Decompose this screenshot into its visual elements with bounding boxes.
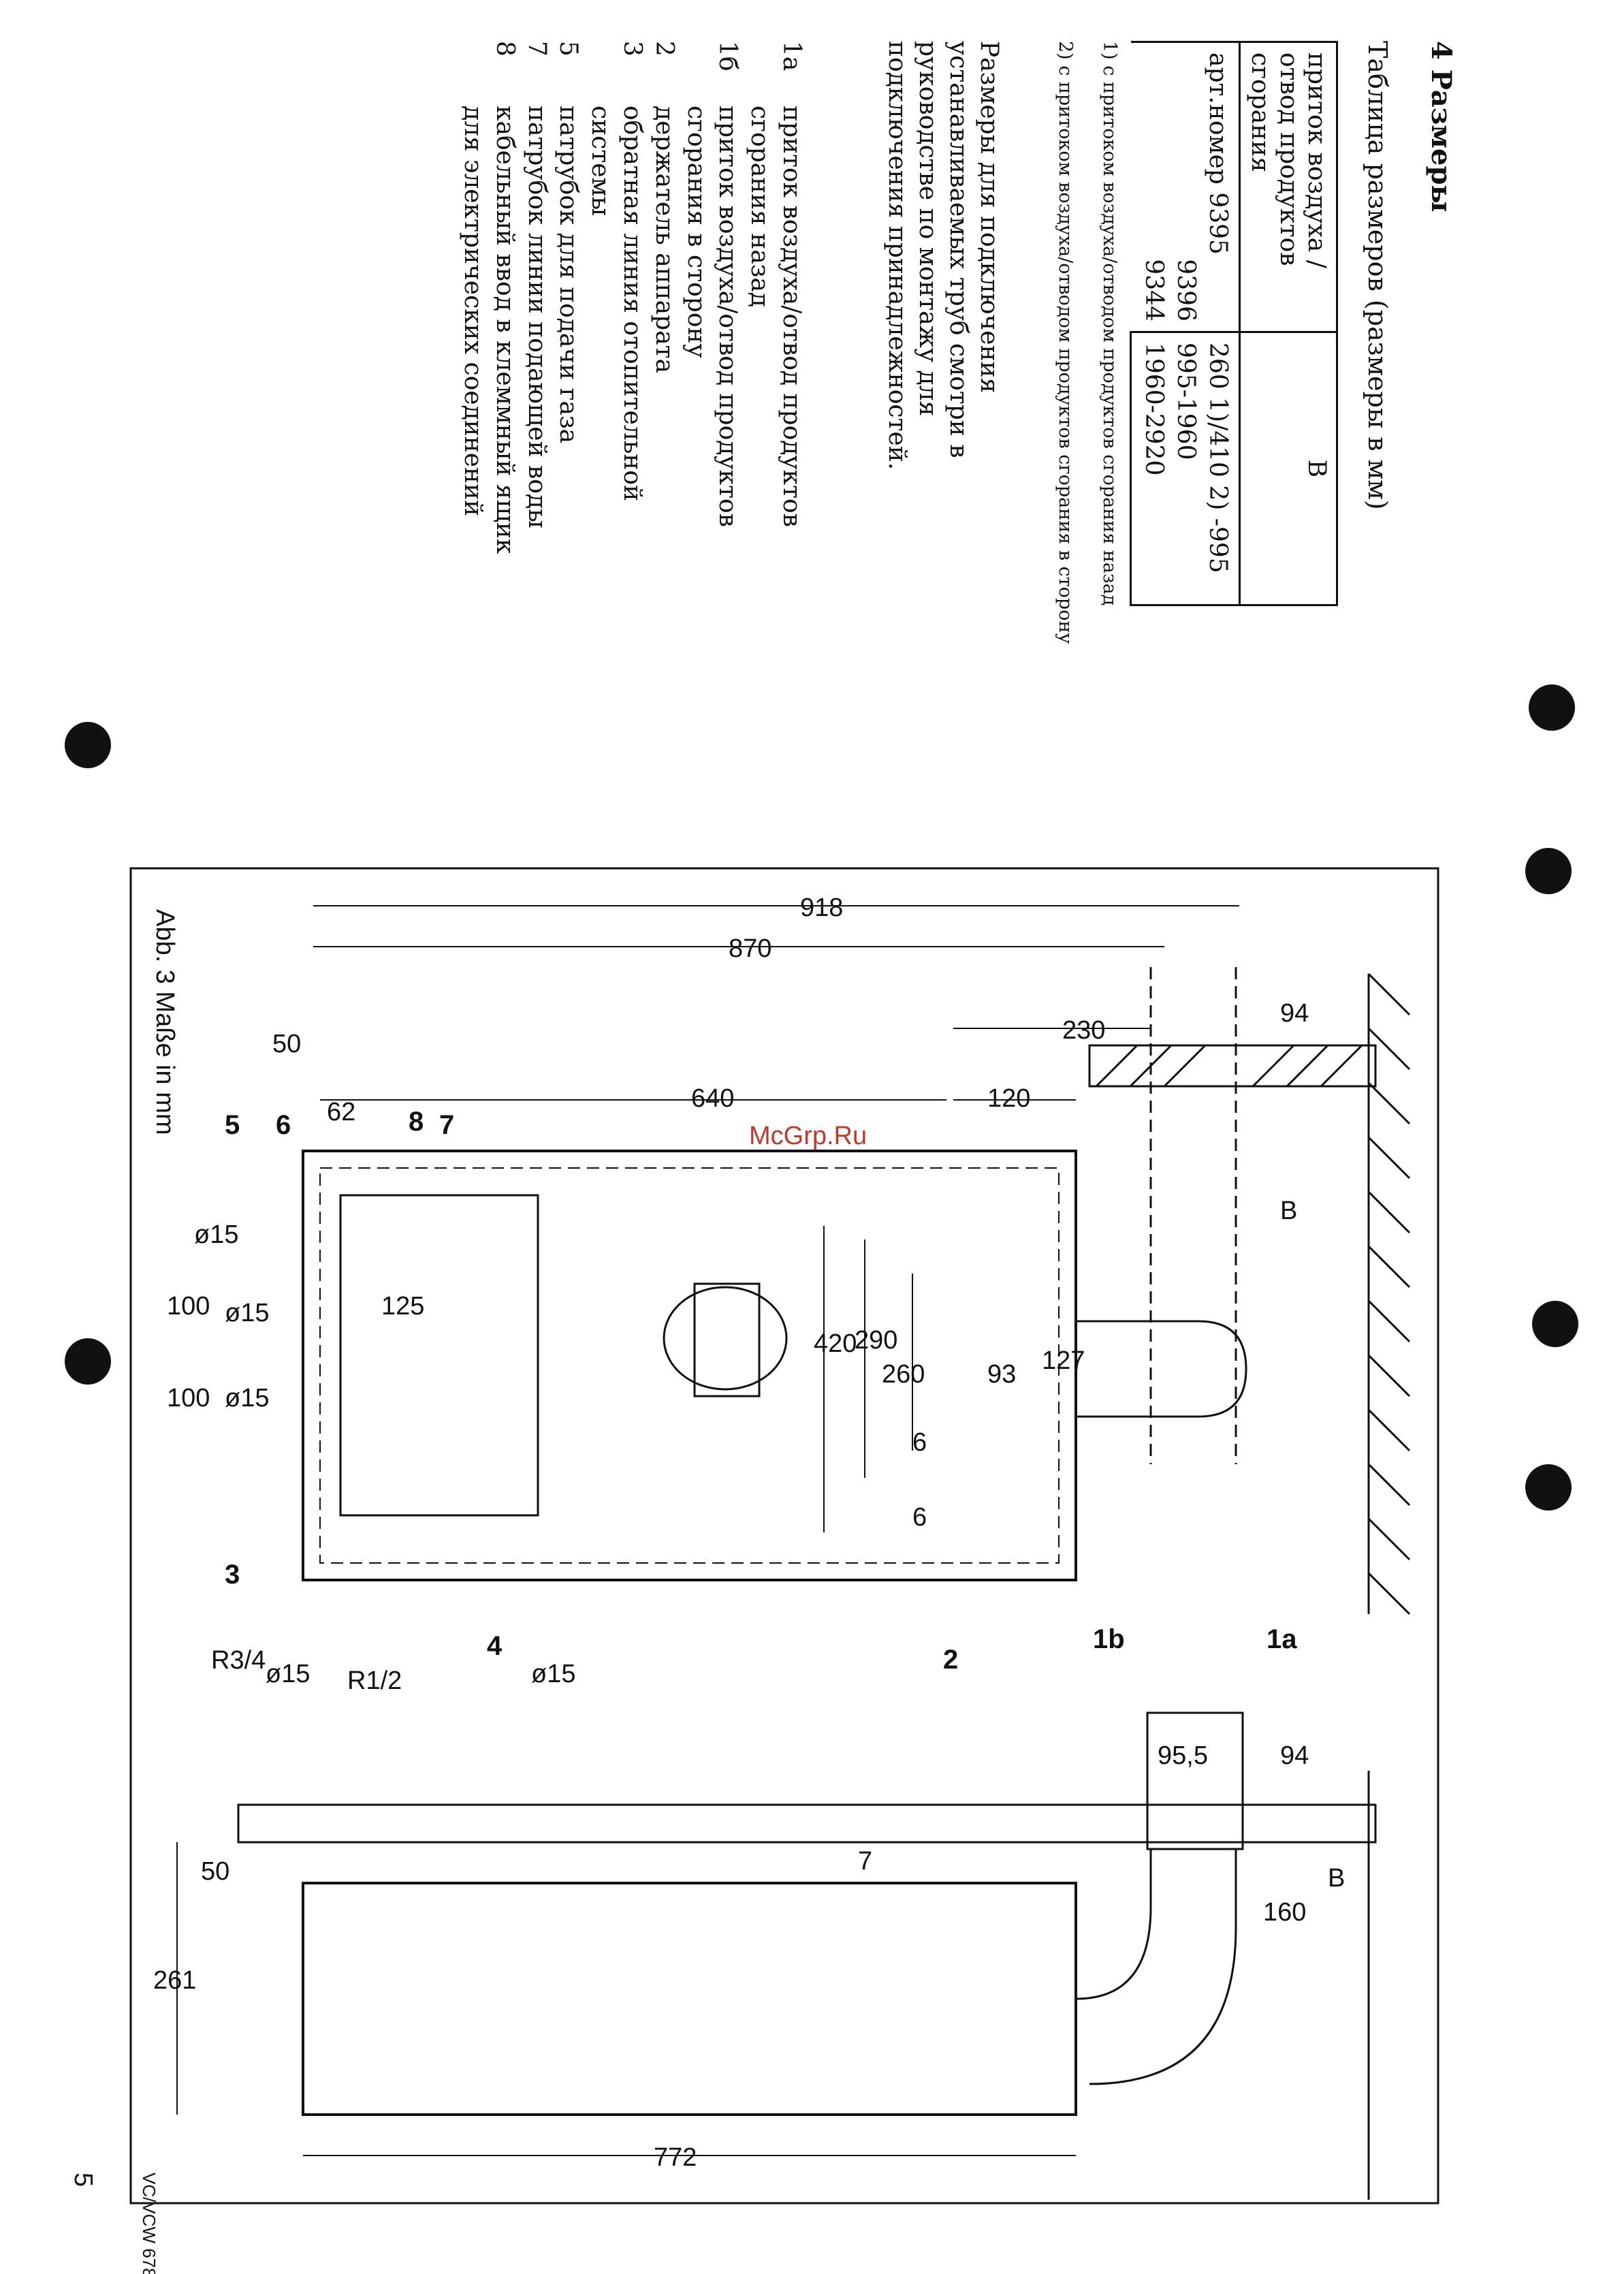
dim-120: 120 [987, 1084, 1030, 1113]
dim-94-side: 94 [1280, 1741, 1309, 1770]
dim-6-a: 6 [912, 1428, 927, 1457]
dim-7: 7 [858, 1847, 872, 1876]
boiler-display [693, 1282, 761, 1397]
dim-125: 125 [381, 1292, 424, 1321]
callout-1a: 1a [1267, 1624, 1297, 1654]
dim-r34: R3/4 [211, 1646, 266, 1675]
flue-elbow [1074, 1320, 1247, 1418]
callout-6: 6 [276, 1110, 291, 1140]
punch-hole-dot [1532, 1301, 1578, 1347]
dim-d15-b: ø15 [225, 1299, 269, 1327]
dim-b-side: B [1328, 1864, 1345, 1893]
dim-100-b: 100 [167, 1384, 210, 1412]
side-flue-box [1146, 1711, 1244, 1850]
dim-420: 420 [814, 1329, 857, 1358]
wall-ceiling-left [1088, 1044, 1377, 1088]
boiler-front-outer [302, 1150, 1077, 1581]
boiler-side-body [302, 1882, 1077, 2116]
wall-top [1367, 973, 1411, 1615]
dim-6-b: 6 [912, 1503, 927, 1532]
control-panel [339, 1194, 539, 1517]
dim-d15-d: ø15 [531, 1660, 575, 1688]
dim-127: 127 [1042, 1346, 1085, 1375]
dim-b-top: B [1280, 1197, 1297, 1225]
callout-3: 3 [225, 1560, 240, 1590]
dim-50-top: 50 [272, 1030, 301, 1058]
callout-2: 2 [943, 1645, 958, 1675]
dim-160: 160 [1263, 1898, 1306, 1927]
dim-d15-c: ø15 [225, 1384, 269, 1412]
wall-ceiling-right [237, 1771, 1377, 2200]
dim-772: 772 [654, 2143, 697, 2172]
dim-94-top: 94 [1280, 999, 1309, 1028]
callout-4: 4 [487, 1631, 503, 1661]
callout-7: 7 [439, 1110, 454, 1140]
dim-d15-e: ø15 [266, 1660, 310, 1688]
dim-230: 230 [1062, 1016, 1105, 1045]
dim-290: 290 [855, 1326, 897, 1355]
punch-hole-dot [65, 1338, 111, 1385]
callout-8: 8 [409, 1107, 424, 1137]
callout-1b: 1b [1093, 1624, 1125, 1654]
flue-pipe-rear [1149, 967, 1237, 1464]
dim-261: 261 [153, 1966, 196, 1995]
dim-93: 93 [987, 1360, 1016, 1389]
dim-918: 918 [800, 894, 843, 922]
dim-260: 260 [882, 1360, 925, 1389]
boiler-emblem [663, 1286, 788, 1391]
dim-d15-a: ø15 [194, 1220, 238, 1249]
dim-r12: R1/2 [347, 1667, 402, 1695]
side-flue-elbow [1075, 1849, 1237, 2085]
dim-870: 870 [729, 934, 771, 963]
callout-5: 5 [225, 1110, 240, 1140]
dim-62: 62 [327, 1098, 355, 1126]
page-number: 5 [69, 2173, 97, 2187]
dim-640: 640 [691, 1084, 734, 1113]
figure-caption: Abb. 3 Maße in mm [150, 909, 179, 1135]
drawing-frame [129, 867, 1439, 2205]
dim-50-side: 50 [201, 1857, 229, 1886]
dimension-lines [176, 905, 1239, 2156]
punch-hole-dot [1525, 1464, 1572, 1511]
dim-95-5: 95,5 [1158, 1741, 1208, 1770]
drawing-code: VC/VCW 678/0 [139, 2173, 159, 2274]
punch-hole-dot [65, 722, 111, 768]
punch-hole-dot [1529, 684, 1575, 731]
punch-hole-dot [1525, 848, 1572, 894]
boiler-front-inner [319, 1167, 1060, 1564]
dim-100-a: 100 [167, 1292, 210, 1321]
watermark: McGrp.Ru [749, 1122, 867, 1150]
